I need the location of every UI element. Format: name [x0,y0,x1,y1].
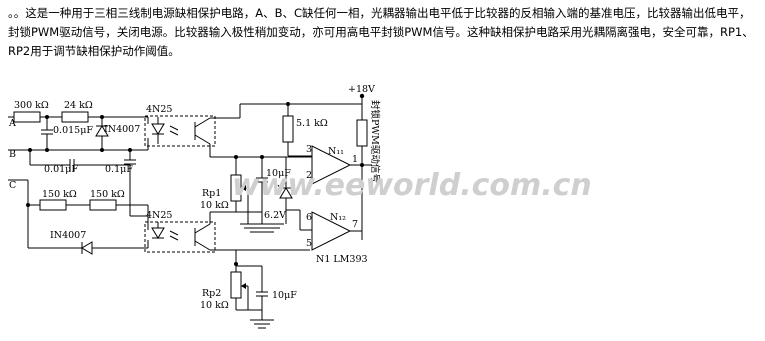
rp1-name: Rp1 [202,188,221,199]
zener-diode [277,157,312,231]
zener-label: 6.2V [264,210,286,221]
c1-label: 0.015μF [53,125,93,136]
optocoupler-1 [144,115,240,157]
r3-label: 150 kΩ [42,189,77,200]
pin3-label: 3 [306,144,312,155]
pin1-label: 1 [352,154,358,165]
output-label: 封锁PWM驱动信号 [369,100,381,183]
phase-c-label: C [9,180,16,191]
description-leading: 。。 [8,6,26,20]
supply-label: +18V [348,84,375,95]
rp2-name: Rp2 [202,288,221,299]
comparator-n11 [311,145,372,240]
line-a-wiring [8,111,148,123]
d2-label: IN4007 [50,230,86,241]
pin2-label: 2 [306,170,312,181]
c3-label: 0.1μF [105,164,133,175]
c4-label: 10μF [266,168,291,179]
pin7-label: 7 [352,219,358,230]
comp1-label: N₁₁ [328,146,344,157]
d1-label: IN4007 [104,124,140,135]
rp2-network [230,250,274,329]
optocoupler-2 [144,212,310,253]
c2-label: 0.01μF [44,164,78,175]
pin6-label: 6 [306,212,312,223]
supply-rail [239,93,368,170]
r5-label: 5.1 kΩ [296,118,328,129]
line-c-wiring [8,179,149,255]
opto1-label: 4N25 [146,104,172,115]
pin5-label: 5 [306,238,312,249]
comparator-n12 [311,211,362,251]
watermark: www.eeworld.com.cn [232,168,592,203]
line-b-wiring [8,138,149,217]
r4-label: 150 kΩ [90,189,125,200]
rp1-network [210,155,312,233]
c5-label: 10μF [272,290,297,301]
phase-a-label: A [8,118,16,129]
description-text: 。。这是一种用于三相三线制电源缺相保护电路，A、B、C缺任何一相，光耦器输出电平… [8,4,758,61]
r1-label: 300 kΩ [14,100,49,111]
comp2-label: N₁₂ [330,212,346,223]
rp1-value: 10 kΩ [200,200,229,211]
comp-part-label: N1 LM393 [316,254,368,265]
opto2-label: 4N25 [146,210,172,221]
phase-b-label: B [9,149,16,160]
capacitor-c1 [41,117,53,152]
rp2-value: 10 kΩ [200,300,229,311]
r2-label: 24 kΩ [64,100,93,111]
description-body: 这是一种用于三相三线制电源缺相保护电路，A、B、C缺任何一相，光耦器输出电平低于… [8,6,754,58]
